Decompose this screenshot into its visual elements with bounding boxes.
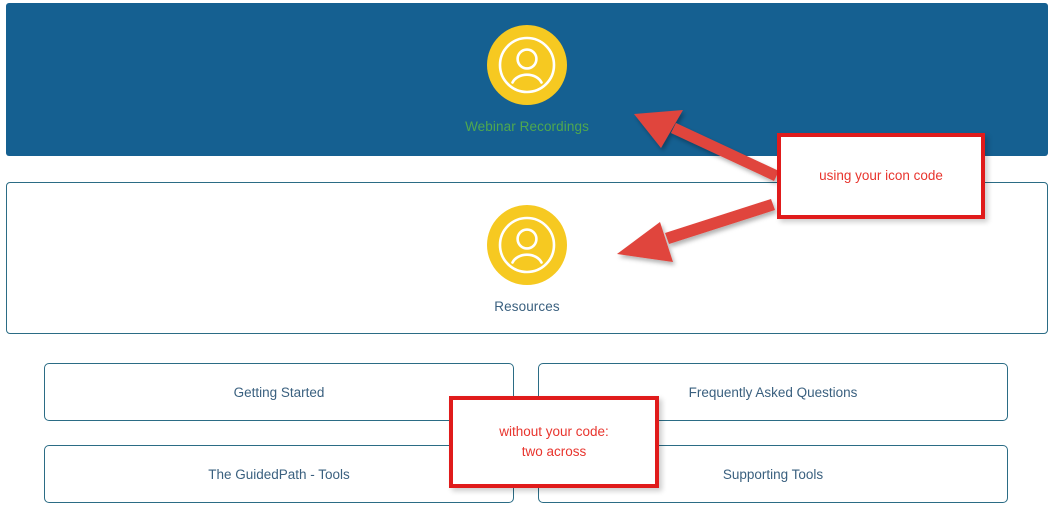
annotation-text: without your code: two across [499, 422, 609, 461]
annotation-text: using your icon code [819, 168, 943, 184]
tile-webinar-recordings[interactable]: Webinar Recordings [437, 25, 617, 134]
user-circle-icon [487, 25, 567, 105]
user-circle-icon [487, 205, 567, 285]
tile-resources-label: Resources [494, 299, 560, 314]
button-the-guidedpath-tools[interactable]: The GuidedPath - Tools [44, 445, 514, 503]
button-getting-started[interactable]: Getting Started [44, 363, 514, 421]
annotation-using-your-icon-code: using your icon code [777, 133, 985, 219]
quick-links-row: Getting Started Frequently Asked Questio… [44, 363, 1008, 421]
tile-webinar-recordings-label: Webinar Recordings [465, 119, 589, 134]
annotation-without-your-code: without your code: two across [449, 396, 659, 488]
annotation-text-line-1: without your code: [499, 424, 609, 440]
annotation-text-line-2: two across [521, 444, 587, 459]
button-frequently-asked-questions[interactable]: Frequently Asked Questions [538, 363, 1008, 421]
tile-resources[interactable]: Resources [437, 205, 617, 314]
